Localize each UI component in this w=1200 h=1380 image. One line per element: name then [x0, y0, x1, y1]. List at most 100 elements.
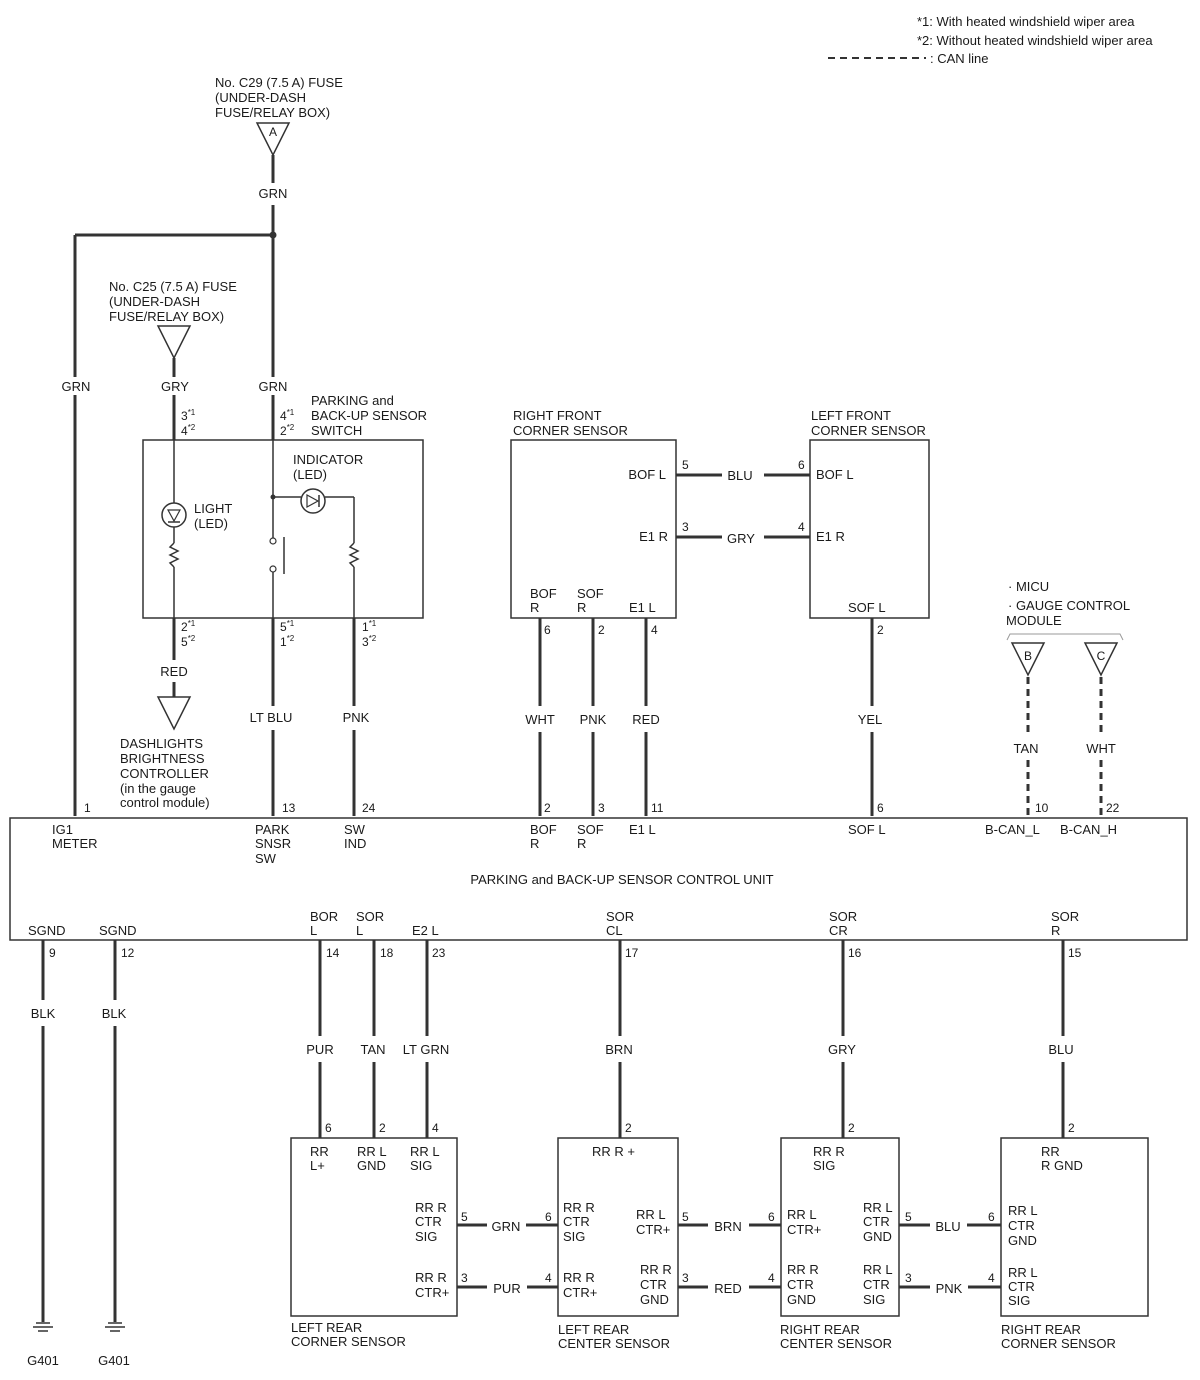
lrcen-rrrplus: RR R + — [592, 1144, 635, 1159]
unit-pin-borl: 14 — [326, 946, 340, 960]
unit-label-sorcl-1: SOR — [606, 909, 634, 924]
legend: *1: With heated windshield wiper area *2… — [828, 14, 1153, 66]
rrcs-rrlctrgnd-1: RR L — [1008, 1203, 1038, 1218]
rrcen-rrlctrgnd-1: RR L — [863, 1200, 893, 1215]
unit-label-sorl-2: L — [356, 923, 363, 938]
wire-pur-link: PUR — [493, 1281, 520, 1296]
wire-blk-1: BLK — [31, 1006, 56, 1021]
rrcen-rrlctrgnd-2: CTR — [863, 1214, 890, 1229]
lfcs-pin-bofl: 6 — [798, 458, 805, 472]
wire-red-dashlights: RED — [160, 664, 187, 679]
fuse-c29-line-2: (UNDER-DASH — [215, 90, 306, 105]
unit-label-sorr-1: SOR — [1051, 909, 1079, 924]
unit-pin-park: 13 — [282, 801, 296, 815]
pin-ind-bot-b: 3*2 — [362, 634, 377, 649]
unit-label-sw-1: SW — [344, 822, 366, 837]
rrcs-pin-l6: 6 — [988, 1210, 995, 1224]
unit-pin-sw: 24 — [362, 801, 376, 815]
lrcen-rrrctrsig-1: RR R — [563, 1200, 595, 1215]
rfcs-pin-sofr: 2 — [598, 623, 605, 637]
unit-label-park-1: PARK — [255, 822, 290, 837]
wire-yel-front: YEL — [858, 712, 883, 727]
unit-pin-e2l: 23 — [432, 946, 446, 960]
wire-grn-link: GRN — [492, 1219, 521, 1234]
pin-ind-bot-a: 1*1 — [362, 619, 377, 634]
wire-ltblu: LT BLU — [250, 710, 293, 725]
wire-grn-mid: GRN — [259, 379, 288, 394]
fuse-c29: No. C29 (7.5 A) FUSE (UNDER-DASH FUSE/RE… — [215, 75, 343, 201]
connector-b-triangle — [1010, 642, 1046, 677]
light-resistor-icon — [168, 542, 180, 568]
wire-red-front: RED — [632, 712, 659, 727]
lrcs-pin-6: 6 — [325, 1121, 332, 1135]
lrcs-pin-4: 4 — [432, 1121, 439, 1135]
rrcs-box — [1000, 1137, 1149, 1317]
lfcs-sofl: SOF L — [848, 600, 886, 615]
wire-blu-front: BLU — [727, 468, 752, 483]
pin-ind-top-a: 4*1 — [280, 408, 295, 423]
rrcs-rrlctrgnd-3: GND — [1008, 1233, 1037, 1248]
left-front-corner-sensor: LEFT FRONT CORNER SENSOR BOF L E1 R SOF … — [798, 408, 930, 637]
lrcen-rrrctrplus-2: CTR+ — [563, 1285, 597, 1300]
unit-label-sofr-2: R — [577, 836, 586, 851]
lrcen-title-1: LEFT REAR — [558, 1322, 629, 1337]
lrcs-rrlsig-1: RR L — [410, 1144, 440, 1159]
rrcen-rrlctrsig-2: CTR — [863, 1277, 890, 1292]
fuse-c25: No. C25 (7.5 A) FUSE (UNDER-DASH FUSE/RE… — [109, 279, 237, 440]
legend-can-line: : CAN line — [930, 51, 989, 66]
legend-note-2: *2: Without heated windshield wiper area — [917, 33, 1153, 48]
rfcs-e1l: E1 L — [629, 600, 656, 615]
lrcen-rrrctrsig-3: SIG — [563, 1229, 585, 1244]
lrcen-rrrctrgnd-3: GND — [640, 1292, 669, 1307]
rfcs-pin-e1l: 4 — [651, 623, 658, 637]
sensor-switch: PARKING and BACK-UP SENSOR SWITCH 3*1 4*… — [142, 393, 427, 649]
rear-link-wires: GRN PUR BRN RED BLU PNK — [457, 1219, 1001, 1296]
lrcen-rrlctrplus-2: CTR+ — [636, 1222, 670, 1237]
front-sensor-wires: BLU GRY WHT PNK RED YEL — [525, 468, 882, 816]
left-rear-center-sensor: 2 RR R + RR R CTR SIG RR R CTR+ RR L CTR… — [545, 1121, 689, 1351]
unit-pin-sorcr: 16 — [848, 946, 862, 960]
unit-pin-sgnd-1: 9 — [49, 946, 56, 960]
unit-label-bofr-1: BOF — [530, 822, 557, 837]
unit-label-park-3: SW — [255, 851, 277, 866]
unit-label-sorcr-1: SOR — [829, 909, 857, 924]
rrcs-rrlctrsig-3: SIG — [1008, 1293, 1030, 1308]
lfcs-pin-e1r: 4 — [798, 520, 805, 534]
lrcs-ctrplus-1: RR R — [415, 1270, 447, 1285]
rfcs-title-2: CORNER SENSOR — [513, 423, 628, 438]
indicator-resistor-icon — [348, 542, 360, 568]
rrcs-title-2: CORNER SENSOR — [1001, 1336, 1116, 1351]
rrcen-rrlctrplus-1: RR L — [787, 1207, 817, 1222]
unit-pin-bcanl: 10 — [1035, 801, 1049, 815]
wire-pnk-front: PNK — [580, 712, 607, 727]
right-rear-corner-sensor: 2 RR R GND RR L CTR GND RR L CTR SIG 6 4… — [988, 1121, 1149, 1351]
wire-blu-rear: BLU — [1048, 1042, 1073, 1057]
dashlights-line-2: BRIGHTNESS — [120, 751, 205, 766]
ground-g401-2: G401 — [98, 1353, 130, 1368]
pin-sw-bot-b: 1*2 — [280, 634, 295, 649]
rrcen-rrlctrsig-1: RR L — [863, 1262, 893, 1277]
pin-light-bot-b: 5*2 — [181, 634, 196, 649]
rrcs-rrlctrgnd-2: CTR — [1008, 1218, 1035, 1233]
lrcs-rrlgnd-2: GND — [357, 1158, 386, 1173]
power-wires: GRN GRN — [62, 155, 288, 816]
control-unit: PARKING and BACK-UP SENSOR CONTROL UNIT … — [9, 801, 1188, 960]
rrcen-rrlctrsig-3: SIG — [863, 1292, 885, 1307]
rrcen-pin-l4: 4 — [768, 1271, 775, 1285]
dashlights-triangle — [156, 696, 192, 731]
lrcen-rrlctrplus-1: RR L — [636, 1207, 666, 1222]
unit-label-sofr-1: SOF — [577, 822, 604, 837]
rrcen-rrlctrgnd-3: GND — [863, 1229, 892, 1244]
lrcen-pin-top: 2 — [625, 1121, 632, 1135]
unit-label-ig1: IG1 — [52, 822, 73, 837]
rrcen-rrrctrgnd-3: GND — [787, 1292, 816, 1307]
lrcs-pin-2: 2 — [379, 1121, 386, 1135]
rfcs-bofl: BOF L — [628, 467, 666, 482]
rrcs-pin-l4: 4 — [988, 1271, 995, 1285]
dashlights-line-5: control module) — [120, 795, 210, 810]
unit-label-borl-2: L — [310, 923, 317, 938]
rrcs-title-1: RIGHT REAR — [1001, 1322, 1081, 1337]
micu-line-1: · MICU — [1008, 579, 1049, 594]
wire-gry-front: GRY — [727, 531, 755, 546]
wire-wht-front: WHT — [525, 712, 555, 727]
